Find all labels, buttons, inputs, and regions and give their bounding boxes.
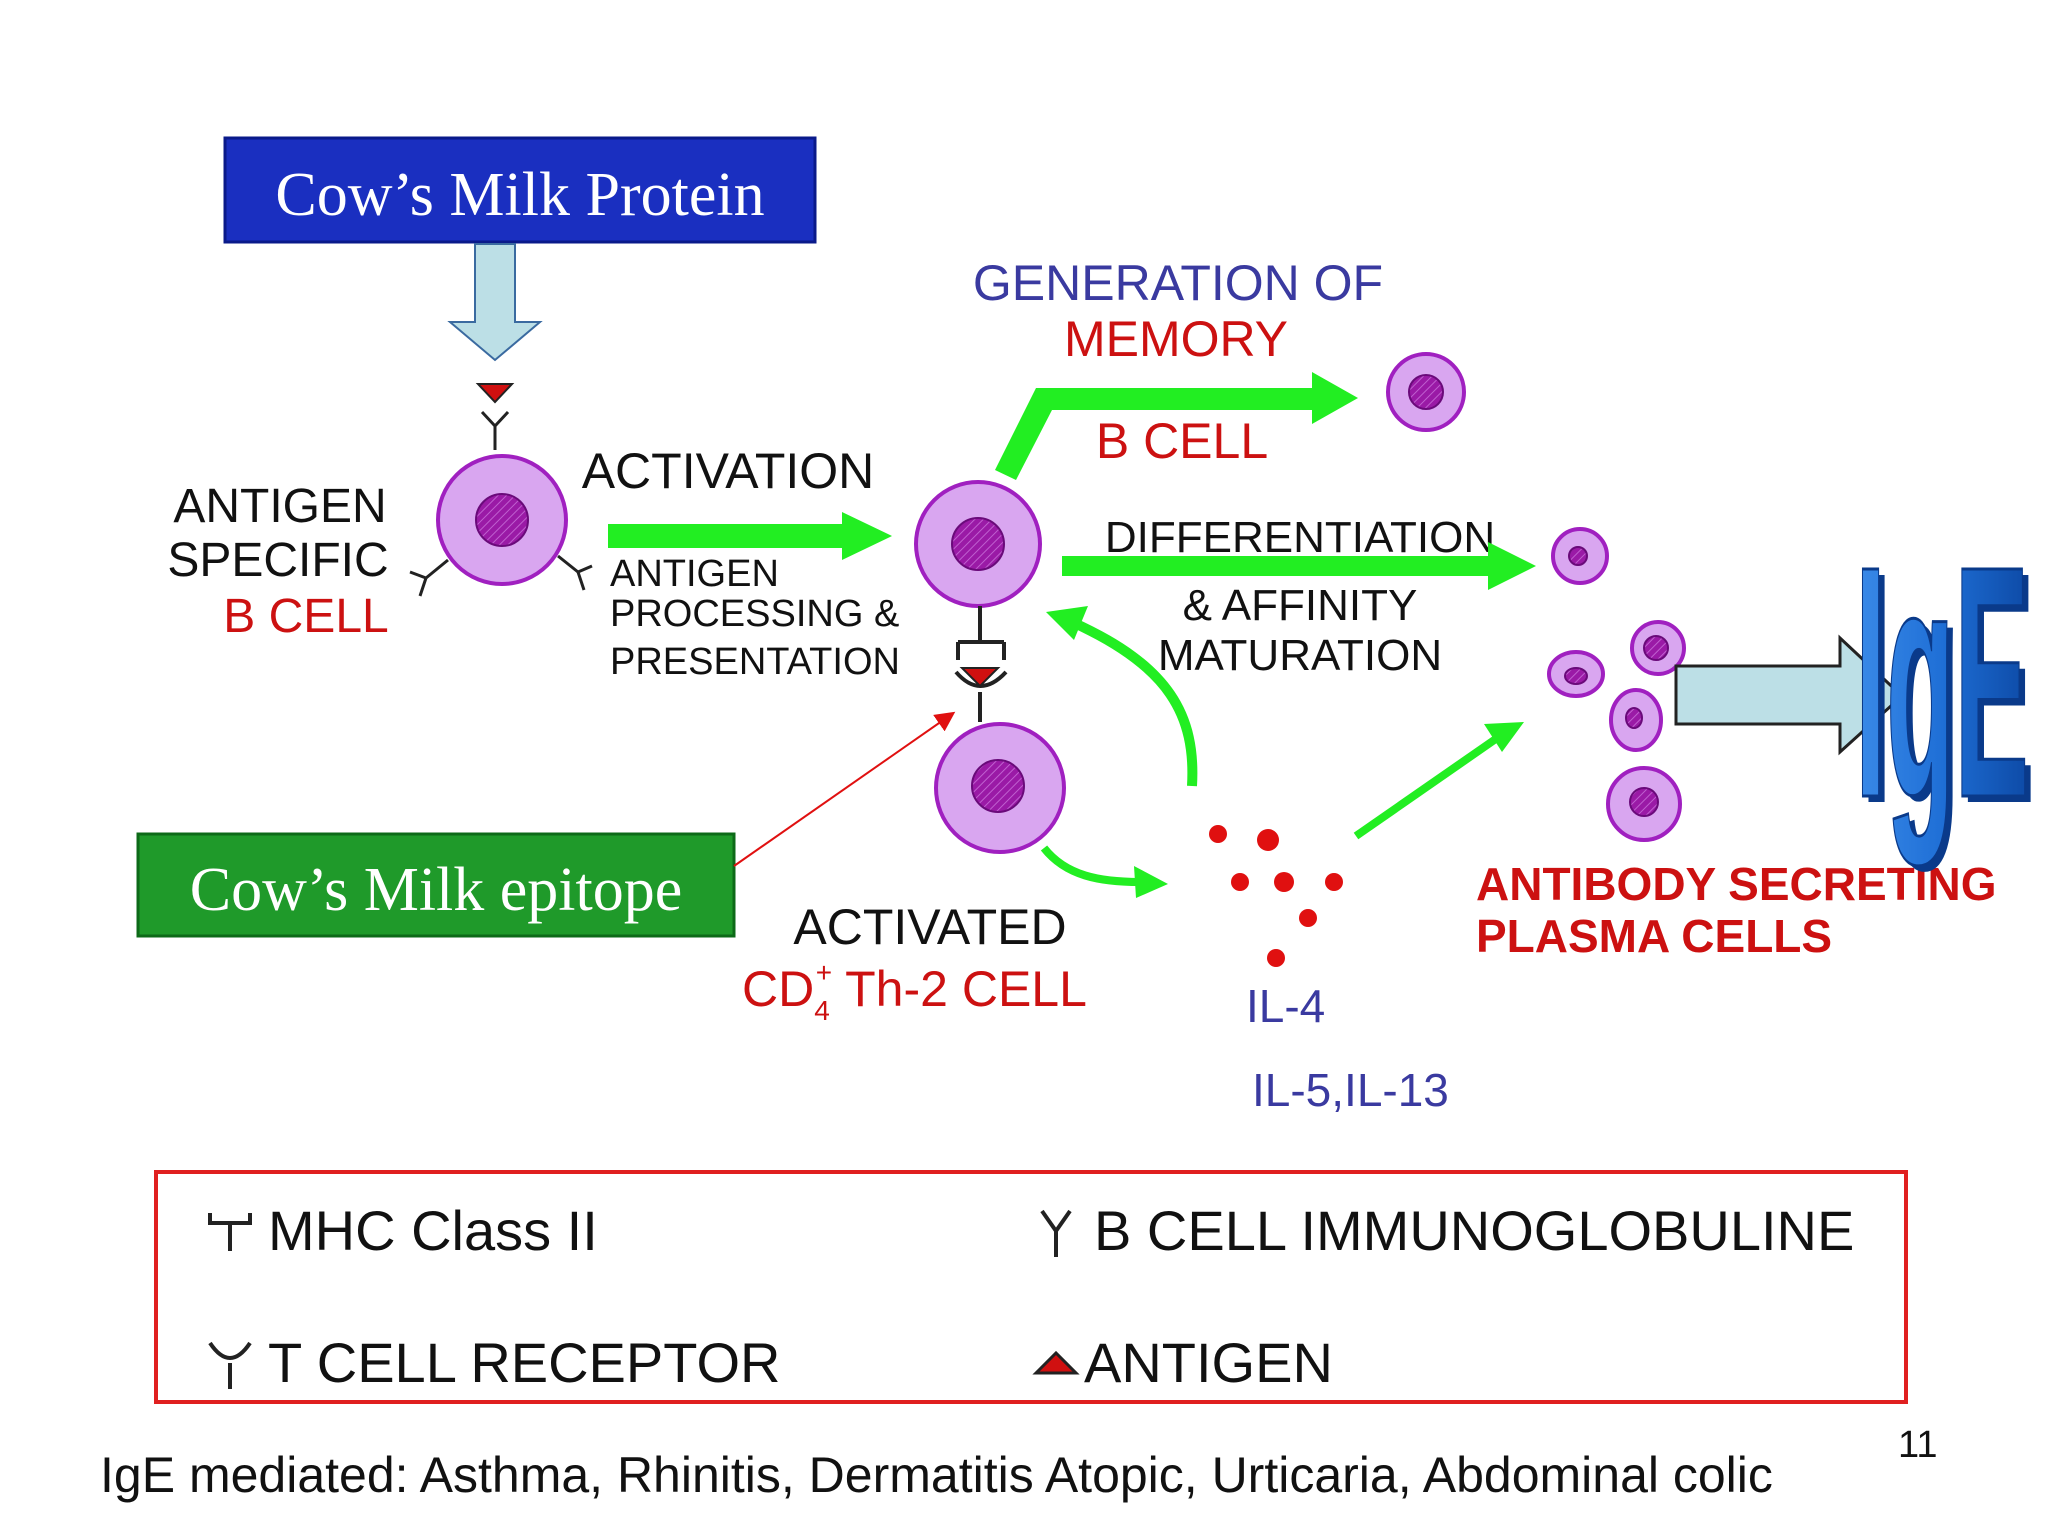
svg-text:IgE: IgE <box>1861 503 2035 874</box>
protein-box-label: Cow’s Milk Protein <box>275 161 764 229</box>
th2-to-il4-arrow <box>1040 845 1141 886</box>
legend-tcr: T CELL RECEPTOR <box>202 1330 780 1395</box>
epitope-box-label: Cow’s Milk epitope <box>190 856 683 924</box>
differentiation-label-1: DIFFERENTIATION <box>1105 513 1495 562</box>
protein-box: Cow’s Milk Protein <box>223 136 817 244</box>
il4-to-plasma-arrow <box>1353 732 1503 840</box>
memory-label: MEMORY <box>1064 311 1288 367</box>
plasma-cell <box>1609 688 1663 752</box>
plasma-label-2: PLASMA CELLS <box>1476 910 1832 962</box>
antigen-specific-label-2: SPECIFIC <box>167 534 388 587</box>
ige-wordmark: IgE IgE <box>1854 496 2036 875</box>
legend-antigen-label: ANTIGEN <box>1084 1331 1333 1394</box>
generation-label: GENERATION OF <box>973 255 1383 311</box>
legend-tcr-label: T CELL RECEPTOR <box>268 1331 781 1394</box>
th2-to-il4-arrowhead <box>1134 866 1168 898</box>
cd4-th2-cell <box>934 722 1066 854</box>
differentiation-label-3: MATURATION <box>1158 631 1442 680</box>
differentiation-arrow <box>1062 542 1536 590</box>
cd4-label: CD4+ Th-2 CELL <box>742 957 1087 1026</box>
antigen-specific-label-3: B CELL <box>223 590 388 643</box>
memory-arrow <box>995 372 1358 480</box>
mhc-class-ii-icon <box>208 1212 252 1251</box>
antigen-specific-label-1: ANTIGEN <box>173 480 386 533</box>
ige-label: IgE <box>1855 497 2029 868</box>
processing-label-3: PRESENTATION <box>610 641 900 683</box>
il4-label: IL-4 <box>1246 980 1325 1032</box>
footer-caption: IgE mediated: Asthma, Rhinitis, Dermatit… <box>100 1447 1773 1503</box>
il5-il13-label: IL-5,IL-13 <box>1252 1064 1449 1116</box>
mhc-tcr-complex <box>954 606 1008 722</box>
il4-feedback-arrow <box>1069 617 1198 787</box>
processing-label-1: ANTIGEN <box>610 553 779 595</box>
il4-feedback-arrowhead <box>1046 606 1088 640</box>
plasma-cells <box>1547 527 1686 842</box>
il4-to-plasma-arrowhead <box>1484 722 1524 752</box>
legend-mhc-label: MHC Class II <box>268 1199 598 1262</box>
page-number: 11 <box>1898 1424 1938 1466</box>
antigen-specific-b-cell <box>409 454 593 597</box>
epitope-box: Cow’s Milk epitope <box>136 832 736 938</box>
epitope-pointer-arrow <box>733 711 956 867</box>
legend-b-cell-ig-label: B CELL IMMUNOGLOBULINE <box>1094 1199 1855 1262</box>
plasma-label-1: ANTIBODY SECRETING <box>1476 858 1997 910</box>
b-cell-immunoglobuline-icon <box>480 410 510 450</box>
plasma-cell <box>1630 620 1686 676</box>
plasma-cell <box>1551 527 1609 585</box>
memory-b-cell <box>1386 352 1466 432</box>
plasma-cell <box>1547 650 1605 698</box>
activated-b-cell <box>914 480 1042 608</box>
memory-b-cell-label: B CELL <box>1096 413 1268 469</box>
antigen-triangle-icon <box>475 383 515 404</box>
antigen-legend-icon <box>1032 1350 1080 1374</box>
legend-mhc: MHC Class II <box>202 1198 598 1263</box>
legend-box: MHC Class II T CELL RECEPTOR B CELL IMMU… <box>154 1170 1908 1404</box>
secretion-arrow <box>1674 634 1905 756</box>
activation-arrow <box>608 512 892 560</box>
legend-antigen: ANTIGEN <box>1028 1330 1333 1395</box>
legend-b-cell-ig: B CELL IMMUNOGLOBULINE <box>1028 1198 1854 1263</box>
processing-label-2: PROCESSING & <box>610 593 899 635</box>
activation-label: ACTIVATION <box>582 443 875 499</box>
plasma-cell <box>1606 766 1682 842</box>
t-cell-receptor-icon <box>208 1341 252 1389</box>
b-cell-immunoglobuline-legend-icon <box>1040 1209 1072 1257</box>
protein-down-arrow <box>447 243 543 362</box>
presented-antigen-icon <box>959 667 1001 688</box>
activated-label: ACTIVATED <box>793 899 1066 955</box>
differentiation-label-2: & AFFINITY <box>1183 581 1418 630</box>
cytokine-dots <box>1209 825 1343 967</box>
